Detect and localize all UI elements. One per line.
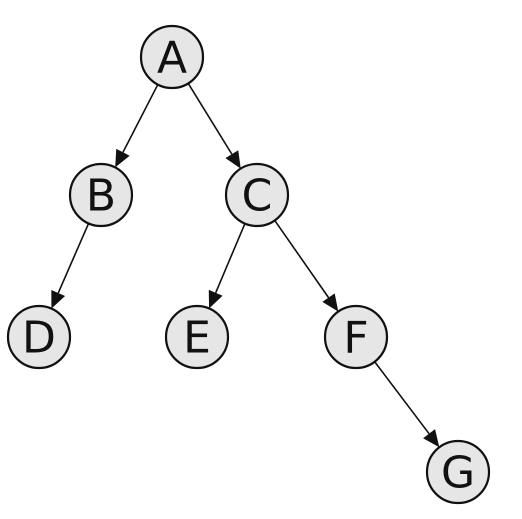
node-d: D — [6, 304, 72, 370]
arrowhead-icon — [225, 150, 241, 169]
arrowhead-icon — [115, 148, 130, 168]
arrowhead-icon — [208, 289, 223, 309]
node-c: C — [224, 162, 290, 228]
edge-line — [274, 219, 330, 299]
node-circle — [68, 162, 134, 228]
node-label: F — [343, 313, 368, 364]
node-f: F — [323, 304, 389, 370]
node-circle — [139, 24, 205, 90]
node-circle — [6, 304, 72, 370]
node-e: E — [164, 304, 230, 370]
edge-c-f — [274, 219, 339, 312]
node-circle — [164, 304, 230, 370]
node-label: C — [242, 171, 273, 222]
edge-line — [214, 223, 246, 294]
edges-layer — [51, 82, 440, 448]
arrowhead-icon — [322, 293, 339, 312]
arrowhead-icon — [51, 290, 66, 309]
node-circle — [425, 439, 491, 505]
node-a: A — [139, 24, 205, 90]
node-g: G — [425, 439, 491, 505]
edge-c-e — [208, 223, 246, 309]
node-circle — [224, 162, 290, 228]
node-label: D — [22, 313, 56, 364]
edge-b-d — [51, 223, 90, 309]
arrowhead-icon — [423, 429, 440, 448]
edge-line — [122, 84, 159, 153]
edge-line — [187, 82, 233, 155]
edge-a-c — [187, 82, 241, 169]
node-circle — [323, 304, 389, 370]
node-b: B — [68, 162, 134, 228]
node-label: G — [441, 448, 475, 499]
edge-line — [374, 361, 430, 435]
edge-f-g — [374, 361, 440, 448]
nodes-layer: A B C D E F G — [6, 24, 491, 505]
edge-a-b — [115, 84, 159, 168]
node-label: A — [157, 33, 187, 84]
node-label: B — [86, 171, 116, 222]
node-label: E — [183, 313, 211, 364]
edge-line — [57, 223, 90, 294]
